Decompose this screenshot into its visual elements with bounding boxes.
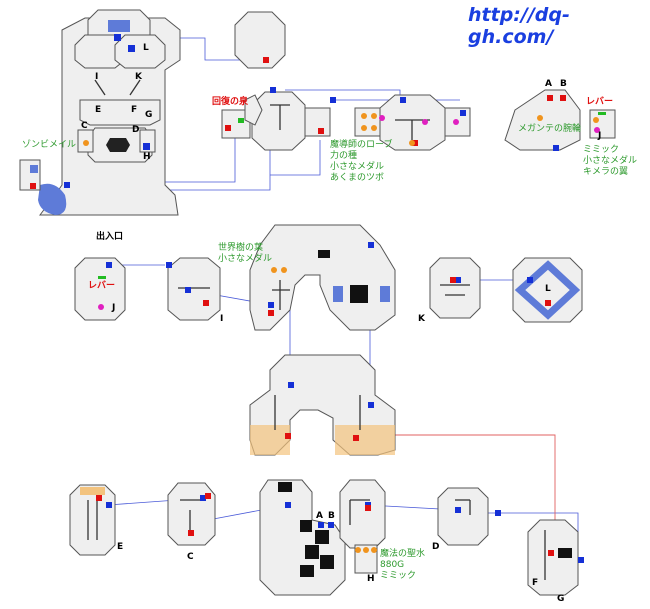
room-central bbox=[251, 91, 306, 151]
room-ab-bottom bbox=[259, 479, 346, 596]
chest-item-3: 小さなメダル bbox=[330, 162, 385, 172]
marker-E-bot: E bbox=[117, 542, 124, 552]
room-central-wing bbox=[244, 94, 263, 126]
chest-item-2: 力の種 bbox=[330, 151, 358, 161]
marker-H: H bbox=[143, 152, 151, 162]
marker-F-bot: F bbox=[532, 578, 539, 588]
holy-item-1: 魔法の聖水 bbox=[380, 549, 426, 559]
right-item-1: ミミック bbox=[583, 145, 620, 155]
room-e-bottom bbox=[69, 484, 116, 556]
room-lever-j bbox=[74, 257, 126, 321]
pit bbox=[318, 250, 330, 258]
mimics bbox=[98, 115, 600, 310]
marker-I: I bbox=[95, 72, 99, 82]
spring-label: 回復の泉 bbox=[212, 97, 249, 107]
marker-B: B bbox=[560, 79, 567, 89]
meganthe-label: メガンテの腕輪 bbox=[518, 124, 582, 134]
chest-item-4: あくまのツボ bbox=[330, 173, 385, 183]
marker-L: L bbox=[143, 43, 149, 53]
right-item-2: 小さなメダル bbox=[583, 156, 638, 166]
stairs bbox=[64, 34, 584, 563]
marker-D: D bbox=[132, 125, 140, 135]
room-world-tree bbox=[249, 224, 396, 331]
marker-C: C bbox=[81, 121, 88, 131]
water bbox=[380, 286, 390, 302]
holy-item-2: 880G bbox=[380, 560, 405, 570]
entrance-label: 出入口 bbox=[96, 232, 124, 242]
spring bbox=[238, 118, 244, 123]
lever-switch bbox=[598, 112, 606, 115]
room-holy bbox=[339, 479, 386, 549]
marker-A-bot: A bbox=[316, 511, 323, 521]
lever-switch bbox=[98, 276, 106, 279]
world-tree-item-2: 小さなメダル bbox=[218, 254, 273, 264]
pit bbox=[350, 285, 368, 303]
room-top-octagon bbox=[234, 11, 286, 69]
room-i-mid bbox=[167, 257, 221, 321]
sand bbox=[250, 425, 290, 455]
holy-item-3: ミミック bbox=[380, 571, 417, 581]
marker-I-mid: I bbox=[220, 314, 224, 324]
room-diamond bbox=[512, 257, 583, 323]
pits-bottom bbox=[278, 482, 572, 577]
world-tree-item-1: 世界樹の葉 bbox=[218, 243, 264, 253]
marker-B-bot: B bbox=[328, 511, 335, 521]
marker-J: J bbox=[598, 131, 602, 141]
marker-D-bot: D bbox=[432, 542, 440, 552]
marker-C-bot: C bbox=[187, 552, 194, 562]
chests bbox=[83, 113, 599, 553]
chest-item-1: 魔導師のローブ bbox=[330, 140, 393, 150]
lever-label-mid: レバー bbox=[88, 281, 116, 291]
marker-L-mid: L bbox=[545, 284, 551, 294]
marker-E: E bbox=[95, 105, 102, 115]
marker-F: F bbox=[131, 105, 138, 115]
site-url[interactable]: http://dq-gh.com/ bbox=[468, 4, 570, 48]
room-side bbox=[304, 107, 331, 137]
room-meganthe bbox=[504, 89, 581, 151]
marker-G: G bbox=[145, 110, 153, 120]
room-holy-chest bbox=[354, 544, 378, 574]
marker-H-bot: H bbox=[367, 574, 375, 584]
room-d-bottom bbox=[437, 487, 489, 546]
water bbox=[333, 286, 343, 302]
zombie-label: ゾンビメイル bbox=[22, 140, 77, 150]
room-chest-left bbox=[354, 107, 381, 137]
room-k bbox=[429, 257, 481, 319]
lever-label-top: レバー bbox=[586, 97, 614, 107]
sand bbox=[80, 487, 105, 495]
marker-G-bot: G bbox=[557, 594, 565, 604]
walls bbox=[87, 104, 546, 580]
marker-A: A bbox=[545, 79, 552, 89]
marker-J-mid: J bbox=[112, 303, 116, 313]
right-item-3: キメラの翼 bbox=[583, 167, 629, 177]
sand bbox=[335, 425, 395, 455]
marker-K: K bbox=[135, 72, 142, 82]
red-link bbox=[390, 434, 556, 555]
marker-K-mid: K bbox=[418, 314, 425, 324]
room-fg bbox=[527, 519, 579, 596]
